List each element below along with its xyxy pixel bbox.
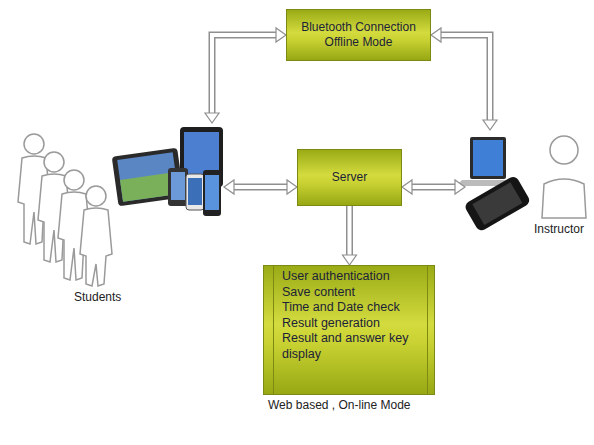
student-devices [112,127,223,216]
box-text: Bluetooth Connection Offline Mode [293,20,424,50]
box-text: Time and Date check [282,300,422,316]
instructor-devices [456,137,531,232]
box-text: Save content [282,285,422,301]
students-label: Students [74,290,121,304]
box-text: Result and answer key display [282,331,422,362]
box-text: User authentication [282,269,422,285]
student-figures [18,134,112,286]
function-list-box: User authenticationSave contentTime and … [263,265,435,395]
box-text: Result generation [282,316,422,332]
instructor-label: Instructor [534,222,584,236]
instructor-figure [542,136,586,218]
list-border-line [273,266,274,394]
server-box: Server [297,149,402,206]
list-border-line [427,266,428,394]
box-text: Server [332,170,367,185]
mode-caption: Web based , On-line Mode [268,398,411,412]
mode-box: Bluetooth Connection Offline Mode [286,9,431,61]
double-arrow-connector [343,206,357,265]
